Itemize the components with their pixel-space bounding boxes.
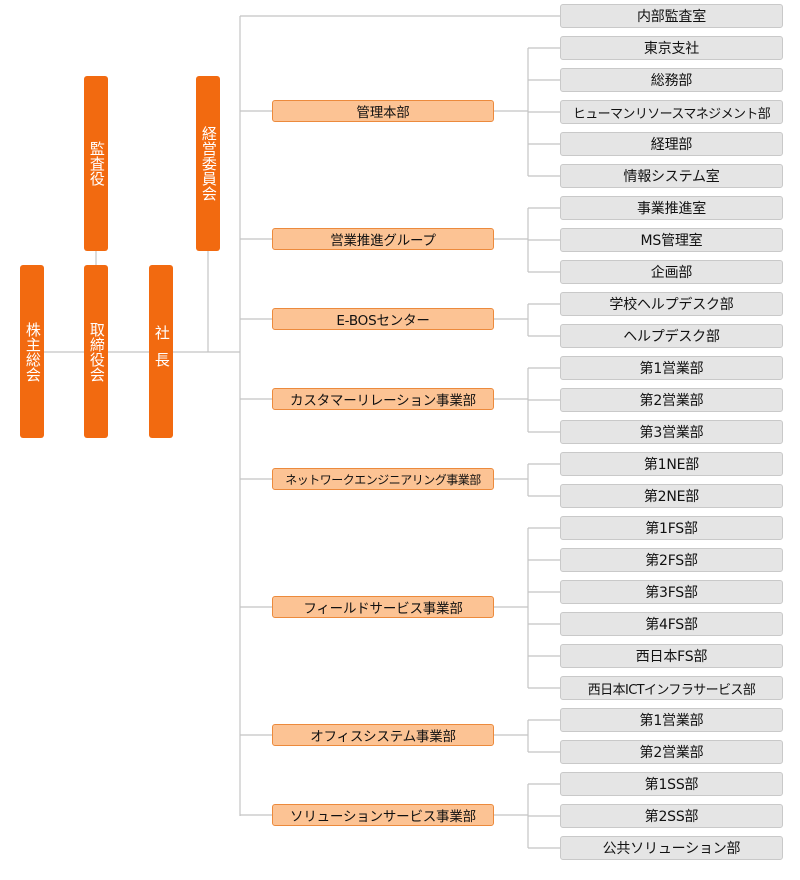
department-box: 第3営業部 bbox=[560, 420, 783, 444]
department-label: 第1SS部 bbox=[644, 777, 699, 793]
department-label: 第2SS部 bbox=[644, 809, 699, 825]
president-label: 社長 bbox=[152, 324, 171, 379]
division-label: E-BOSセンター bbox=[336, 313, 430, 329]
department-label: 第2営業部 bbox=[639, 745, 704, 761]
internal-audit-box: 内部監査室 bbox=[560, 4, 783, 28]
division-box: カスタマーリレーション事業部 bbox=[272, 388, 494, 410]
department-box: 第1FS部 bbox=[560, 516, 783, 540]
division-label: ネットワークエンジニアリング事業部 bbox=[285, 472, 481, 487]
department-box: 学校ヘルプデスク部 bbox=[560, 292, 783, 316]
department-box: 第4FS部 bbox=[560, 612, 783, 636]
department-label: 西日本FS部 bbox=[635, 649, 708, 665]
division-box: オフィスシステム事業部 bbox=[272, 724, 494, 746]
division-label: カスタマーリレーション事業部 bbox=[290, 393, 476, 409]
department-box: 企画部 bbox=[560, 260, 783, 284]
department-box: 事業推進室 bbox=[560, 196, 783, 220]
shareholders-meeting-label: 株主総会 bbox=[23, 321, 42, 382]
department-label: 第1FS部 bbox=[645, 521, 698, 537]
department-box: 第2FS部 bbox=[560, 548, 783, 572]
department-label: 第3営業部 bbox=[639, 425, 704, 441]
division-label: ソリューションサービス事業部 bbox=[290, 809, 476, 825]
department-box: MS管理室 bbox=[560, 228, 783, 252]
department-label: ヒューマンリソースマネジメント部 bbox=[572, 106, 771, 122]
department-label: 総務部 bbox=[650, 73, 693, 89]
shareholders-meeting-box: 株主総会 bbox=[20, 265, 44, 438]
department-box: 第1営業部 bbox=[560, 708, 783, 732]
internal-audit-label: 内部監査室 bbox=[637, 9, 706, 25]
department-box: 東京支社 bbox=[560, 36, 783, 60]
department-box: 第2営業部 bbox=[560, 740, 783, 764]
division-box: 営業推進グループ bbox=[272, 228, 494, 250]
department-box: ヒューマンリソースマネジメント部 bbox=[560, 100, 783, 124]
department-label: 第2FS部 bbox=[645, 553, 698, 569]
division-label: オフィスシステム事業部 bbox=[310, 729, 456, 745]
department-box: 西日本FS部 bbox=[560, 644, 783, 668]
department-label: 経理部 bbox=[650, 137, 693, 153]
division-box: 管理本部 bbox=[272, 100, 494, 122]
board-of-directors-label: 取締役会 bbox=[87, 321, 106, 382]
division-label: 営業推進グループ bbox=[330, 233, 436, 249]
department-box: ヘルプデスク部 bbox=[560, 324, 783, 348]
department-box: 第2SS部 bbox=[560, 804, 783, 828]
department-box: 西日本ICTインフラサービス部 bbox=[560, 676, 783, 700]
department-label: 公共ソリューション部 bbox=[602, 841, 741, 857]
department-box: 第1SS部 bbox=[560, 772, 783, 796]
department-box: 第1NE部 bbox=[560, 452, 783, 476]
president-box: 社長 bbox=[149, 265, 173, 438]
division-box: フィールドサービス事業部 bbox=[272, 596, 494, 618]
department-label: 第4FS部 bbox=[645, 617, 698, 633]
department-label: 東京支社 bbox=[643, 41, 700, 57]
division-label: フィールドサービス事業部 bbox=[303, 601, 463, 617]
management-committee-label: 経営委員会 bbox=[199, 126, 218, 201]
department-box: 第2NE部 bbox=[560, 484, 783, 508]
department-box: 第1営業部 bbox=[560, 356, 783, 380]
division-label: 管理本部 bbox=[356, 105, 410, 121]
auditor-label: 監査役 bbox=[87, 141, 106, 186]
auditor-box: 監査役 bbox=[84, 76, 108, 251]
division-box: E-BOSセンター bbox=[272, 308, 494, 330]
department-box: 経理部 bbox=[560, 132, 783, 156]
department-label: 第3FS部 bbox=[645, 585, 698, 601]
department-label: 第2NE部 bbox=[643, 489, 700, 505]
department-box: 総務部 bbox=[560, 68, 783, 92]
department-label: 第1営業部 bbox=[639, 713, 704, 729]
division-box: ネットワークエンジニアリング事業部 bbox=[272, 468, 494, 490]
management-committee-box: 経営委員会 bbox=[196, 76, 220, 251]
board-of-directors-box: 取締役会 bbox=[84, 265, 108, 438]
division-box: ソリューションサービス事業部 bbox=[272, 804, 494, 826]
department-label: 西日本ICTインフラサービス部 bbox=[587, 682, 756, 698]
department-box: 第2営業部 bbox=[560, 388, 783, 412]
department-box: 公共ソリューション部 bbox=[560, 836, 783, 860]
department-label: 学校ヘルプデスク部 bbox=[609, 297, 734, 313]
department-label: MS管理室 bbox=[640, 233, 703, 249]
department-label: ヘルプデスク部 bbox=[623, 329, 720, 345]
department-label: 企画部 bbox=[650, 265, 693, 281]
department-box: 情報システム室 bbox=[560, 164, 783, 188]
department-label: 情報システム室 bbox=[623, 169, 720, 185]
department-label: 第1営業部 bbox=[639, 361, 704, 377]
department-box: 第3FS部 bbox=[560, 580, 783, 604]
department-label: 事業推進室 bbox=[637, 201, 706, 217]
department-label: 第1NE部 bbox=[643, 457, 700, 473]
department-label: 第2営業部 bbox=[639, 393, 704, 409]
